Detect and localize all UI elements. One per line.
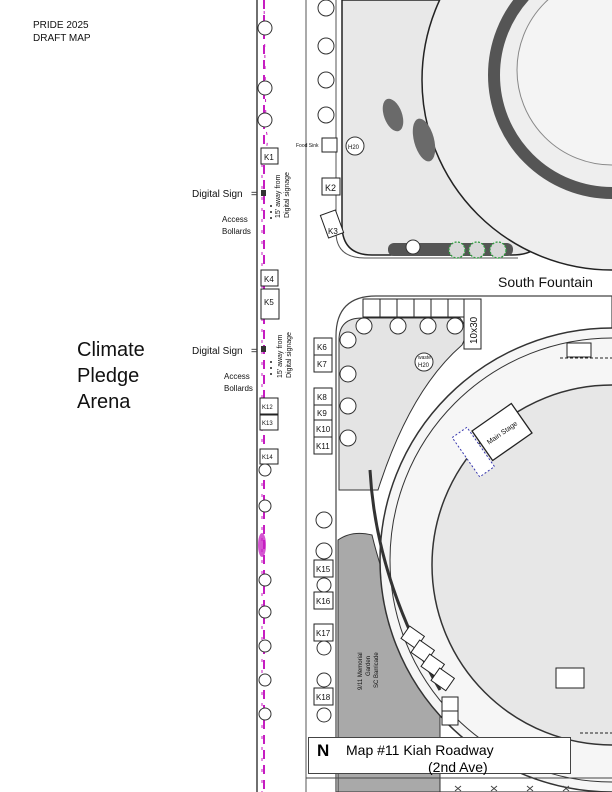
water-label-2: H20 — [418, 363, 430, 369]
planter-blob-2 — [412, 118, 436, 162]
map-subtitle: (2nd Ave) — [428, 759, 488, 775]
access-label-2a: Access — [224, 372, 250, 381]
tree-column-mid — [315, 511, 333, 723]
kiosk-k13-label: K13 — [262, 421, 273, 427]
kiosk-column-k6-k11 — [313, 337, 333, 455]
header-line-2: DRAFT MAP — [33, 33, 91, 44]
digital-sign-label-1: Digital Sign — [192, 189, 243, 200]
tree-group-bed — [339, 317, 464, 447]
main-plaza-ring — [389, 337, 612, 783]
kiosk-k4-label: K4 — [264, 275, 274, 284]
kiosk-k13 — [259, 414, 279, 431]
kiosk-k7-label: K7 — [317, 360, 327, 369]
small-tent — [566, 342, 592, 358]
food-sink-label: Food Sink — [296, 143, 319, 149]
svg-text:Garden: Garden — [366, 656, 372, 676]
bollard-dots-2 — [270, 361, 272, 375]
kiosk-k5-label: K5 — [264, 298, 274, 307]
signage-note-1: 15' away from Digital signage — [275, 172, 291, 218]
tent-row — [362, 298, 465, 318]
kiosk-k3-label: K3 — [328, 227, 338, 236]
kiosk-k18-label: K18 — [316, 693, 331, 702]
tent-10x30-label: 10x30 — [469, 316, 480, 344]
north-arrow-icon: N — [317, 741, 330, 760]
kiosk-k12-label: K12 — [262, 405, 273, 411]
kiosk-k14-label: K14 — [262, 455, 273, 461]
kiosk-k15-label: K15 — [316, 565, 331, 574]
kiosk-column-k15-k18 — [313, 559, 334, 706]
planter-blob-1 — [382, 98, 404, 132]
hedge-row — [448, 241, 507, 259]
bollard-dots-1 — [270, 205, 272, 219]
kiosk-k12 — [259, 397, 279, 415]
access-label-2b: Bollards — [224, 384, 253, 393]
svg-text:Digital signage: Digital signage — [286, 332, 293, 378]
kiosk-k1-label: K1 — [264, 153, 274, 162]
tent-row-lower — [400, 625, 585, 726]
digital-sign-eq-1: = — [251, 189, 257, 200]
map-title: Map #11 Kiah Roadway — [346, 742, 494, 758]
kiosk-k14 — [259, 448, 279, 465]
route-marker — [258, 533, 266, 557]
svg-text:SC Barricade: SC Barricade — [374, 652, 380, 688]
tree-column-top — [257, 0, 335, 128]
main-plaza-inner — [431, 384, 612, 746]
water-station — [345, 136, 365, 156]
kiosk-k17-label: K17 — [316, 629, 331, 638]
water-label: H20 — [348, 145, 360, 151]
main-stage: Main Stage — [451, 402, 533, 478]
digital-sign-eq-2: = — [251, 346, 257, 357]
route-swerve — [261, 0, 268, 792]
svg-text:10x30: 10x30 — [469, 316, 480, 344]
arena-line-2: Pledge — [77, 365, 140, 387]
south-fountain-label: South Fountain — [498, 274, 593, 290]
tent-10x30 — [463, 298, 482, 350]
digital-sign-2 — [261, 346, 266, 352]
svg-text:15' away from: 15' away from — [275, 174, 282, 218]
digital-sign-label-2: Digital Sign — [192, 346, 243, 357]
arena-line-1: Climate — [77, 339, 145, 361]
kiosk-k1 — [260, 147, 279, 165]
draft-header: PRIDE 2025 DRAFT MAP — [33, 19, 91, 45]
south-fountain-inner — [516, 0, 612, 166]
kiosk-k11-label: K11 — [316, 442, 330, 451]
arena-label: Climate Pledge Arena — [77, 337, 145, 415]
svg-text:15' away from: 15' away from — [277, 334, 284, 378]
kiosk-k6-label: K6 — [317, 343, 327, 352]
kiosk-k8-label: K8 — [317, 393, 327, 402]
kiosk-k2-label: K2 — [325, 183, 336, 193]
waste-label: waste — [418, 355, 431, 361]
kiosk-k3 — [319, 209, 345, 239]
kiosk-k4 — [260, 269, 279, 287]
barricade-marks — [454, 785, 570, 792]
svg-text:Digital signage: Digital signage — [284, 172, 291, 218]
access-label-1a: Access — [222, 215, 248, 224]
access-label-1b: Bollards — [222, 227, 251, 236]
planting-bed — [338, 317, 466, 491]
kiosk-k9-label: K9 — [317, 409, 327, 418]
svg-text:9/11 Memorial: 9/11 Memorial — [358, 652, 364, 690]
header-line-1: PRIDE 2025 — [33, 20, 89, 31]
memorial-label: 9/11 Memorial Garden SC Barricade — [358, 652, 380, 690]
water-station-2 — [414, 352, 434, 372]
south-fountain-ring — [488, 0, 612, 199]
food-sink-box — [321, 137, 338, 153]
tree — [405, 239, 421, 255]
kiosk-k2 — [321, 177, 341, 196]
map-legend — [308, 737, 571, 774]
kiosk-k5 — [260, 288, 280, 320]
digital-sign-1 — [261, 190, 266, 196]
arena-line-3: Arena — [77, 391, 131, 413]
kiosk-k10-label: K10 — [316, 425, 331, 434]
signage-note-2: 15' away from Digital signage — [277, 332, 293, 378]
tree-column-left — [258, 463, 272, 721]
kiosk-k16-label: K16 — [316, 597, 331, 606]
